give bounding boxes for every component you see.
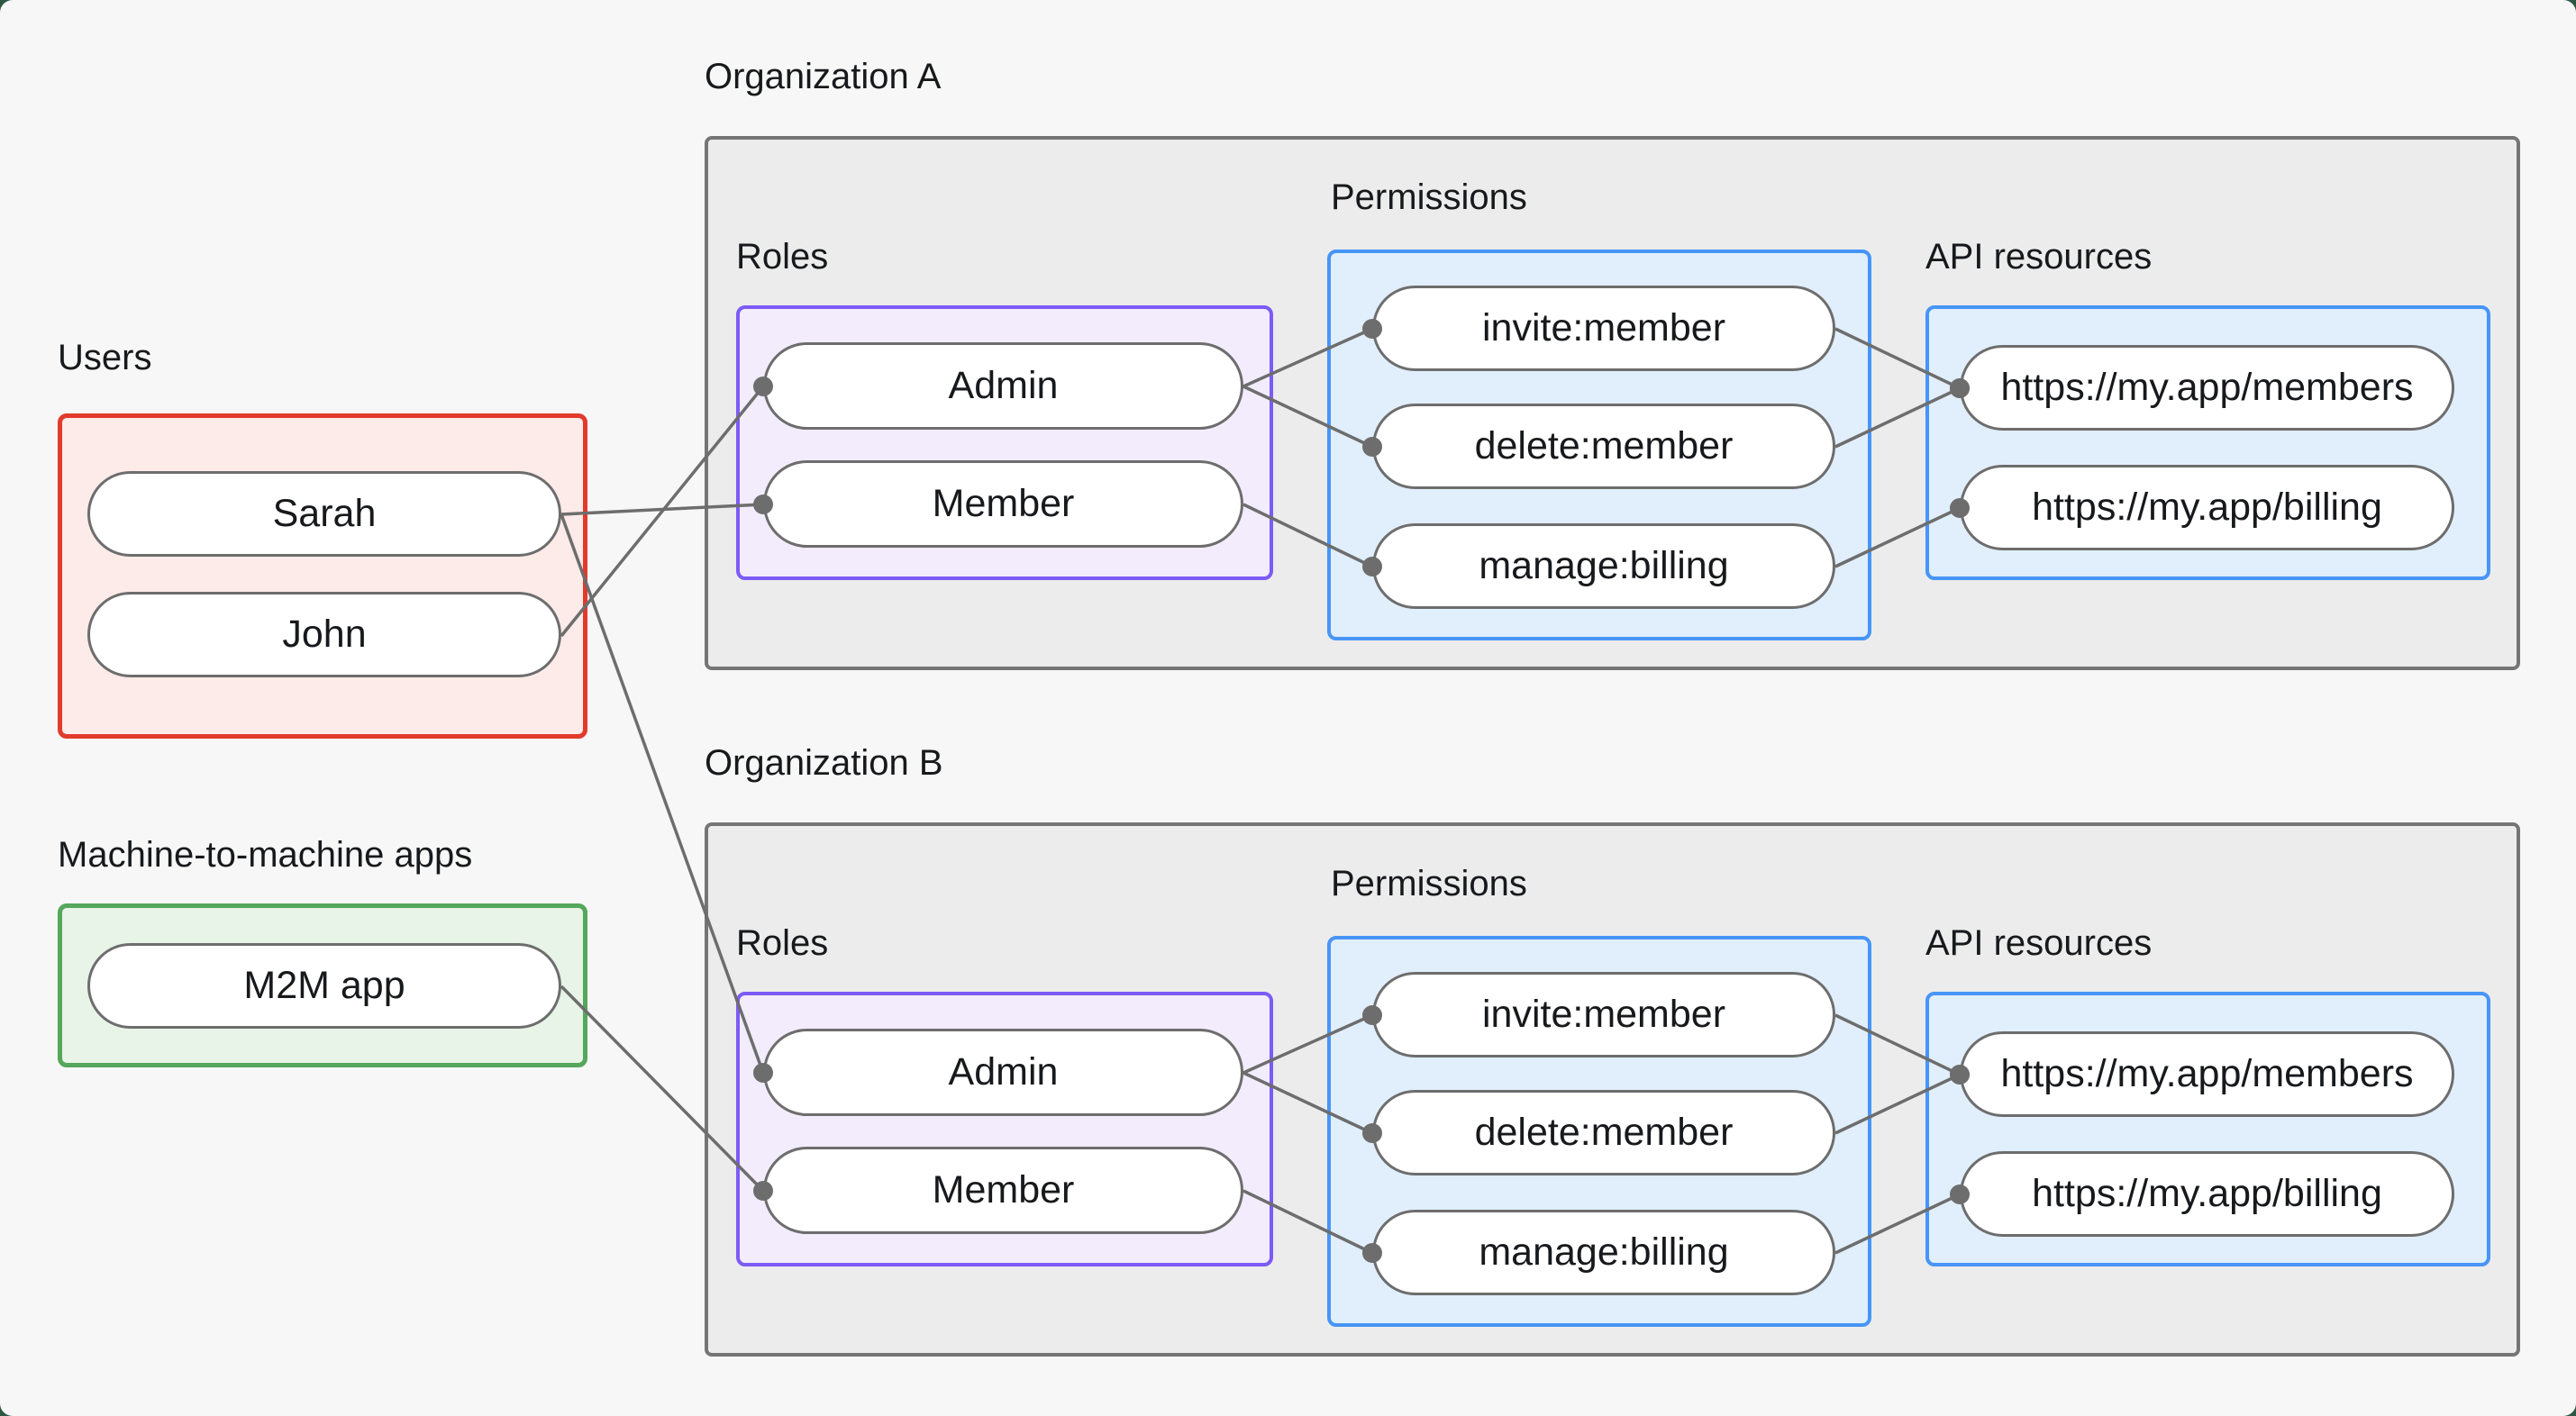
m2m-node-label: M2M app xyxy=(243,964,405,1007)
org-a-permission-delete-member: delete:member xyxy=(1372,404,1835,489)
org-a-roles-label: Roles xyxy=(736,237,829,277)
org-b-role-member: Member xyxy=(763,1147,1243,1234)
user-node-john: John xyxy=(87,592,561,677)
org-b-resource-members: https://my.app/members xyxy=(1960,1031,2454,1117)
org-b-resource-billing: https://my.app/billing xyxy=(1960,1151,2454,1237)
org-b-permissions-label: Permissions xyxy=(1331,864,1527,903)
org-b-api-resources-label: API resources xyxy=(1925,923,2153,963)
permission-label: invite:member xyxy=(1481,993,1726,1036)
org-b-permission-invite-member: invite:member xyxy=(1372,972,1835,1057)
api-resource-label: https://my.app/billing xyxy=(2032,486,2382,529)
org-b-role-admin: Admin xyxy=(763,1029,1243,1116)
role-label: Member xyxy=(932,482,1075,525)
org-a-permission-invite-member: invite:member xyxy=(1372,286,1835,371)
users-group-label: Users xyxy=(58,338,152,377)
org-a-api-resources-label: API resources xyxy=(1925,237,2153,277)
permission-label: delete:member xyxy=(1474,424,1734,467)
user-node-sarah: Sarah xyxy=(87,471,561,557)
user-node-label: John xyxy=(282,613,367,656)
m2m-group-label: Machine-to-machine apps xyxy=(58,835,473,875)
organization-a-title: Organization A xyxy=(705,57,942,96)
role-label: Admin xyxy=(948,1050,1059,1094)
org-b-permission-manage-billing: manage:billing xyxy=(1372,1210,1835,1295)
permission-label: delete:member xyxy=(1474,1111,1734,1154)
permission-label: invite:member xyxy=(1481,306,1726,349)
org-a-role-admin: Admin xyxy=(763,342,1243,430)
api-resource-label: https://my.app/members xyxy=(2000,1052,2414,1095)
org-a-resource-billing: https://my.app/billing xyxy=(1960,465,2454,550)
api-resource-label: https://my.app/members xyxy=(2000,366,2414,409)
organization-b-title: Organization B xyxy=(705,743,943,783)
permission-label: manage:billing xyxy=(1479,544,1729,587)
permission-label: manage:billing xyxy=(1479,1230,1729,1274)
api-resource-label: https://my.app/billing xyxy=(2032,1172,2382,1215)
org-a-resource-members: https://my.app/members xyxy=(1960,345,2454,431)
role-label: Admin xyxy=(948,364,1059,407)
m2m-app-node: M2M app xyxy=(87,943,561,1029)
org-a-role-member: Member xyxy=(763,460,1243,548)
org-b-roles-label: Roles xyxy=(736,923,829,963)
org-b-permission-delete-member: delete:member xyxy=(1372,1090,1835,1175)
role-label: Member xyxy=(932,1168,1075,1212)
users-group-box xyxy=(58,413,587,739)
user-node-label: Sarah xyxy=(272,492,377,535)
org-a-permission-manage-billing: manage:billing xyxy=(1372,523,1835,609)
org-a-permissions-label: Permissions xyxy=(1331,177,1527,217)
